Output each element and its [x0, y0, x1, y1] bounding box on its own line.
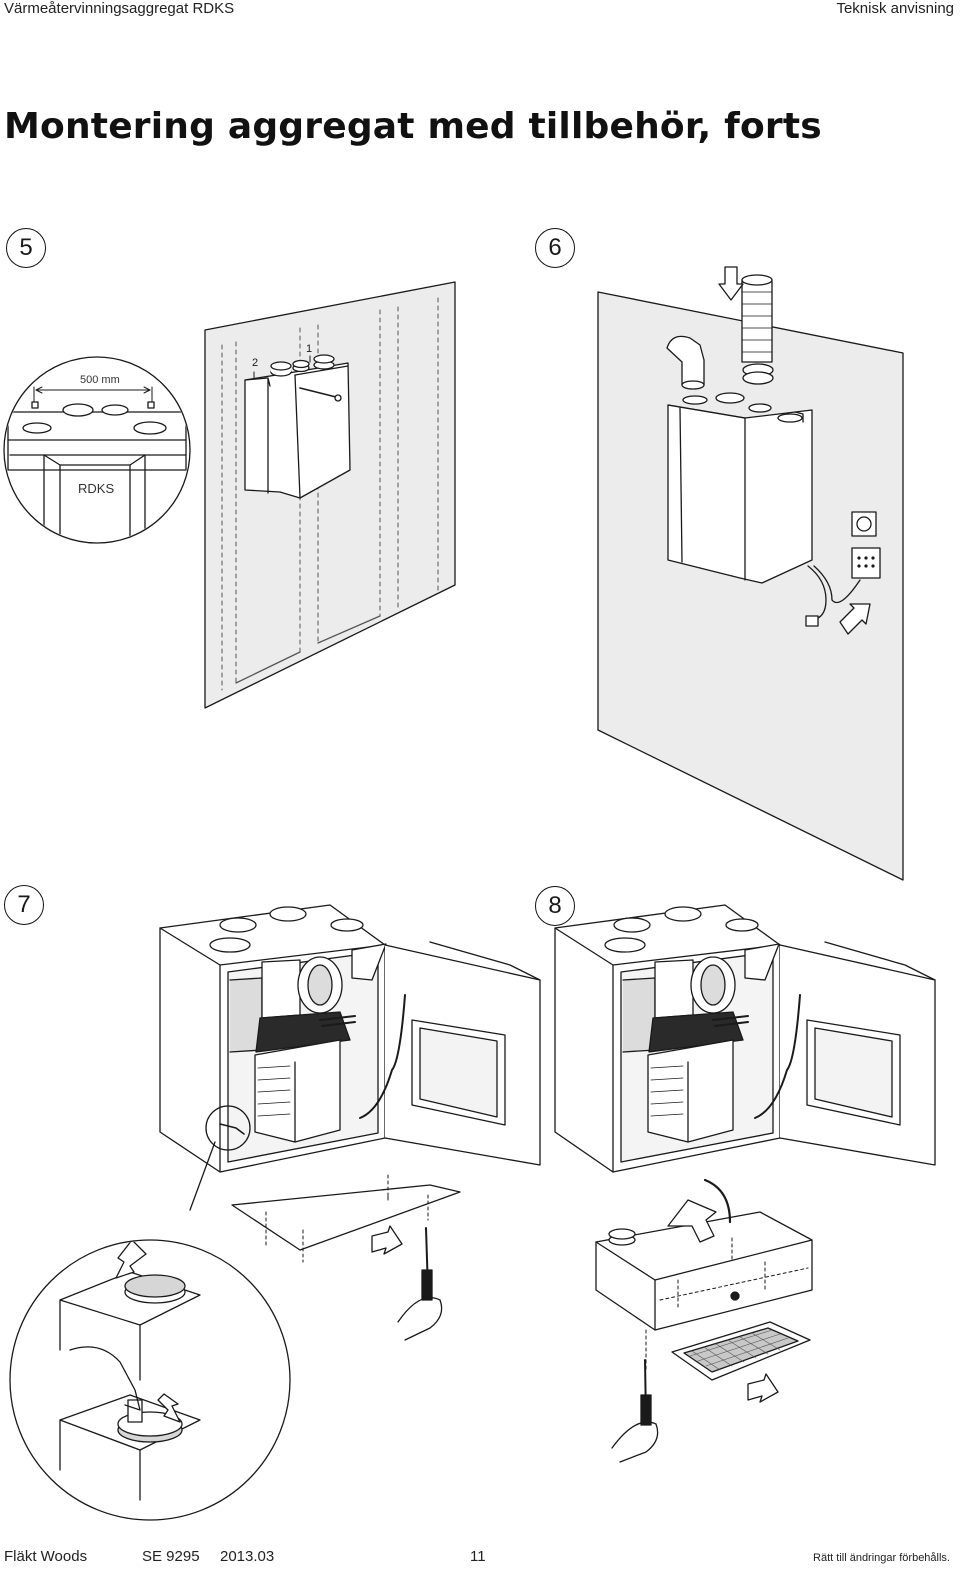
step-7-badge: 7	[4, 885, 44, 925]
step-6-badge: 6	[535, 228, 575, 268]
unit-label: RDKS	[78, 481, 114, 496]
footer-date: 2013.03	[220, 1548, 275, 1565]
footer-doc-number: SE 9295	[142, 1548, 200, 1565]
footer-disclaimer: Rätt till ändringar förbehålls.	[813, 1552, 950, 1564]
page-title: Montering aggregat med tillbehör, forts	[4, 106, 822, 147]
document-type: Teknisk anvisning	[836, 0, 954, 17]
callout-2: 2	[252, 357, 258, 369]
step-8-badge: 8	[535, 886, 575, 926]
step-6-illustration	[597, 266, 904, 881]
page-number: 11	[470, 1548, 486, 1565]
footer-company: Fläkt Woods	[4, 1548, 88, 1565]
dimension-label: 500 mm	[80, 374, 120, 386]
step-8-illustration	[554, 904, 936, 1463]
step-7-illustration	[9, 904, 541, 1521]
document-title: Värmeåtervinningsaggregat RDKS	[4, 0, 235, 17]
step-5-illustration: 2 1 500 mm RDKS	[3, 281, 456, 709]
step-5-badge: 5	[6, 228, 46, 268]
callout-1: 1	[306, 343, 312, 355]
